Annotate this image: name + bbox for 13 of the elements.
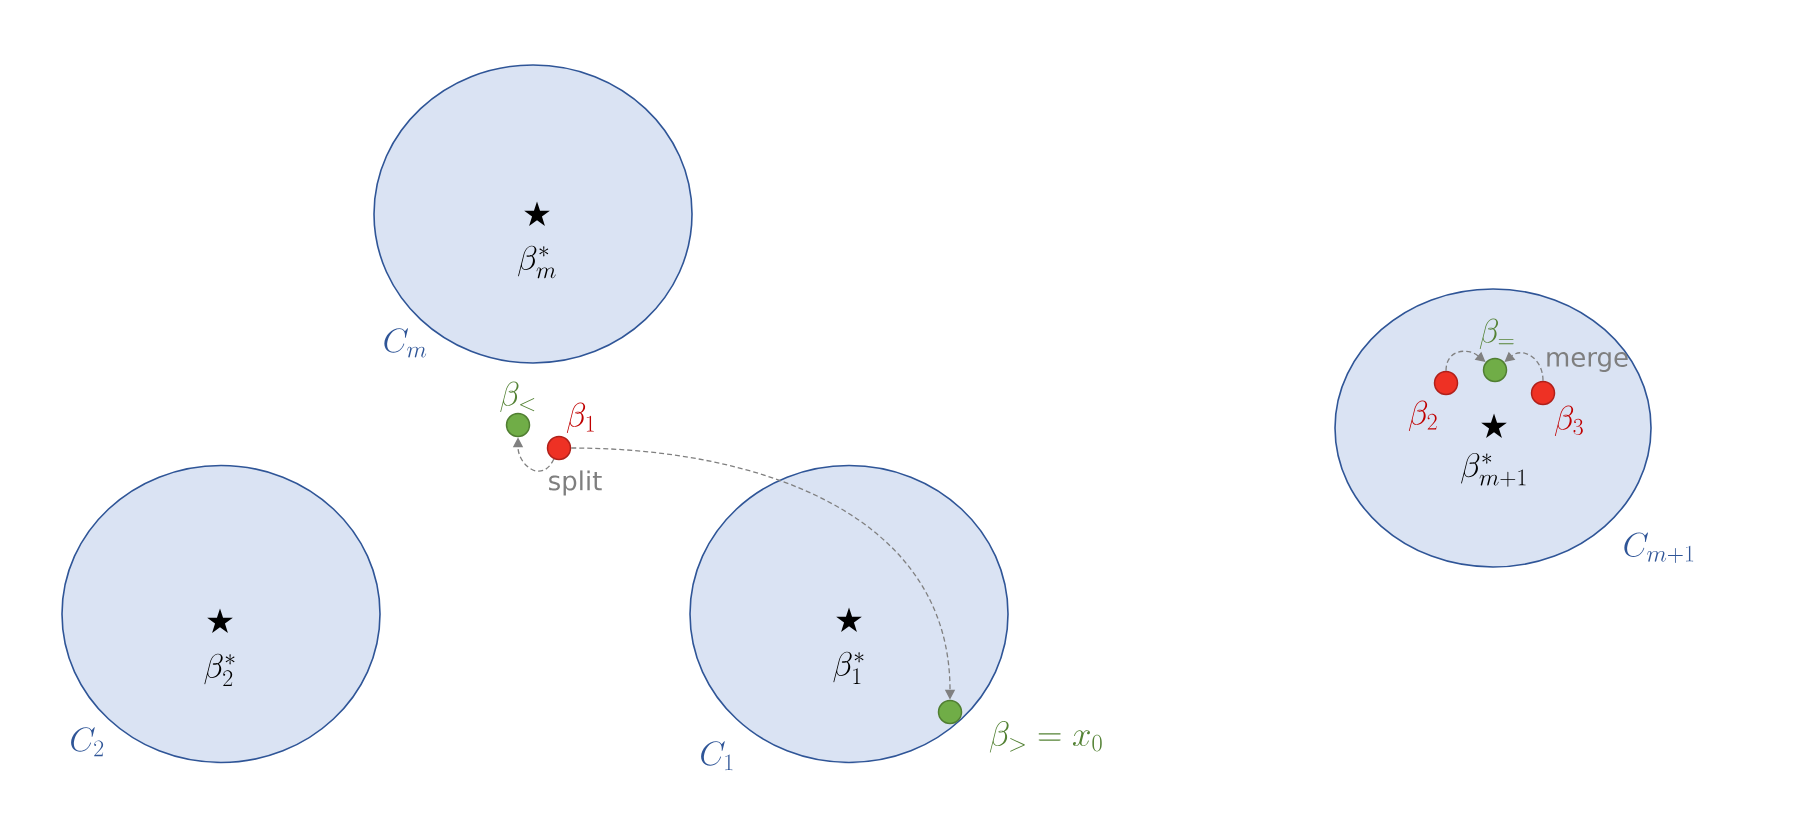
point-label: $\beta_{=}$ xyxy=(1479,318,1514,350)
edge-label: merge xyxy=(1547,352,1628,372)
point-label: $\beta_{<}$ xyxy=(500,381,535,413)
cluster-label: $C_{m+1}$ xyxy=(1624,532,1694,563)
point-label: $\beta_{2}$ xyxy=(1408,400,1437,432)
cluster-label: $C_{2}$ xyxy=(71,727,104,757)
point-label: $\beta_{1}$ xyxy=(566,402,594,434)
cluster-label: $C_{1}$ xyxy=(701,741,733,771)
dashed-arrow xyxy=(1445,350,1486,372)
point-label: $\beta_{>} = x_{0}$ xyxy=(989,721,1102,753)
point-label: $\beta_{3}$ xyxy=(1554,405,1583,437)
cluster-label: $C_{m}$ xyxy=(384,328,427,358)
edge-label: split xyxy=(549,470,602,496)
